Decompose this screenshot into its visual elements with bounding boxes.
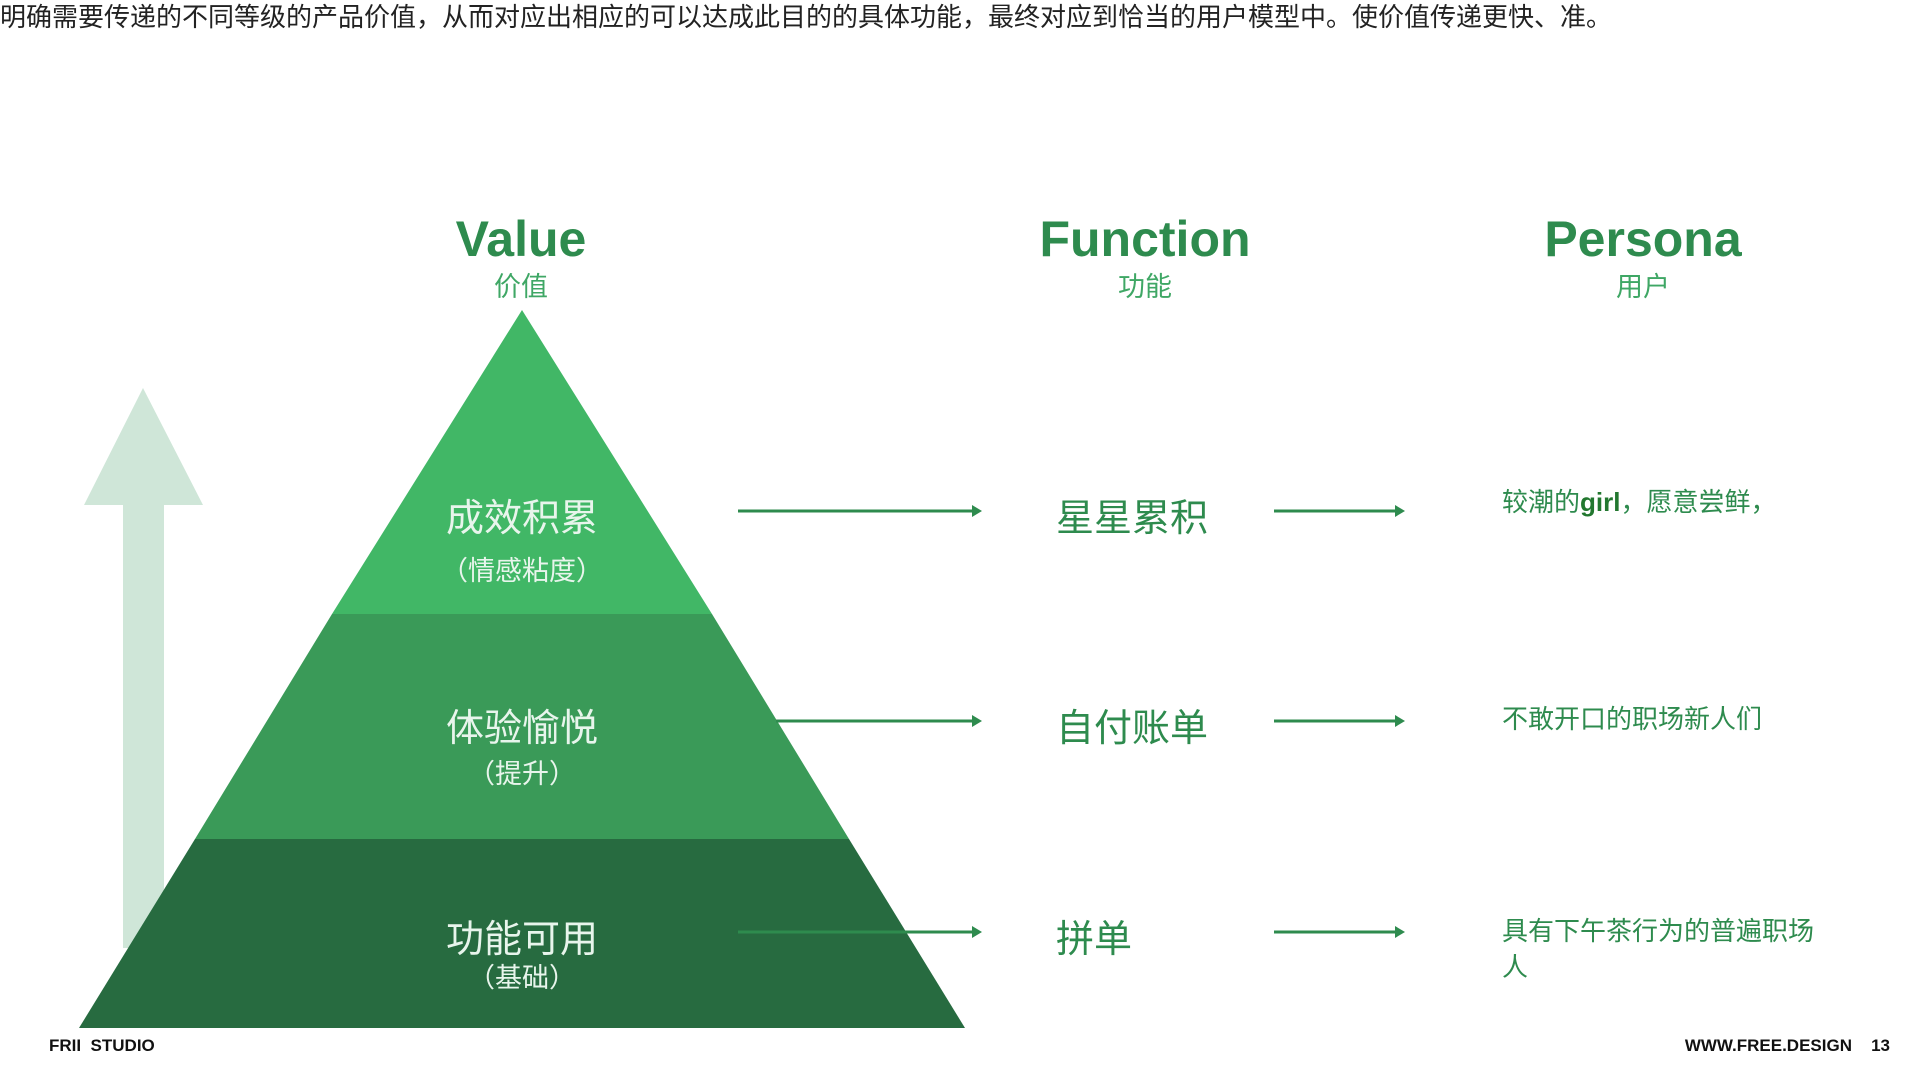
layer-top-subtitle: （情感粘度） bbox=[441, 556, 603, 587]
function-label-1: 星星累积 bbox=[1056, 496, 1209, 540]
pyramid-layer-bottom bbox=[79, 839, 965, 1028]
arrowhead-icon bbox=[972, 926, 982, 938]
footer-brand: FRII STUDIO bbox=[49, 1036, 155, 1055]
persona-column-title: Persona bbox=[1544, 211, 1742, 267]
arrowhead-icon bbox=[1395, 926, 1405, 938]
footer-site: WWW.FREE.DESIGN bbox=[1684, 1036, 1852, 1055]
layer-middle-subtitle: （提升） bbox=[468, 759, 576, 790]
arrowhead-icon bbox=[1395, 715, 1405, 727]
persona-label-1: 较潮的girl，愿意尝鲜， bbox=[1502, 484, 1832, 521]
layer-bottom-title: 功能可用 bbox=[445, 917, 598, 961]
function-column-title: Function bbox=[1039, 211, 1251, 267]
function-label-2: 自付账单 bbox=[1056, 706, 1209, 750]
layer-bottom-subtitle: （基础） bbox=[468, 963, 576, 994]
value-column-title: Value bbox=[455, 211, 587, 267]
persona-emphasis: girl bbox=[1580, 487, 1621, 517]
function-column-subtitle: 功能 bbox=[1118, 272, 1172, 303]
persona-text: 较潮的 bbox=[1502, 488, 1581, 518]
persona-column-subtitle: 用户 bbox=[1616, 272, 1670, 303]
pyramid-layer-top bbox=[332, 310, 712, 614]
upward-arrow-icon bbox=[84, 388, 203, 948]
persona-label-2: 不敢开口的职场新人们 bbox=[1502, 705, 1763, 735]
page-number: 13 bbox=[1871, 1036, 1890, 1055]
intro-text: 明确需要传递的不同等级的产品价值，从而对应出相应的可以达成此目的的具体功能，最终… bbox=[0, 3, 1613, 33]
persona-label-3: 具有下午茶行为的普遍职场人 bbox=[1502, 917, 1815, 983]
arrowhead-icon bbox=[1395, 505, 1405, 517]
layer-top-title: 成效积累 bbox=[445, 496, 598, 540]
layer-middle-title: 体验愉悦 bbox=[445, 706, 598, 750]
pyramid-layer-middle bbox=[195, 614, 849, 839]
persona-text: ，愿意尝鲜， bbox=[1620, 488, 1777, 518]
value-column-subtitle: 价值 bbox=[494, 272, 548, 303]
arrowhead-icon bbox=[972, 715, 982, 727]
arrowhead-icon bbox=[972, 505, 982, 517]
function-label-3: 拼单 bbox=[1056, 917, 1133, 961]
